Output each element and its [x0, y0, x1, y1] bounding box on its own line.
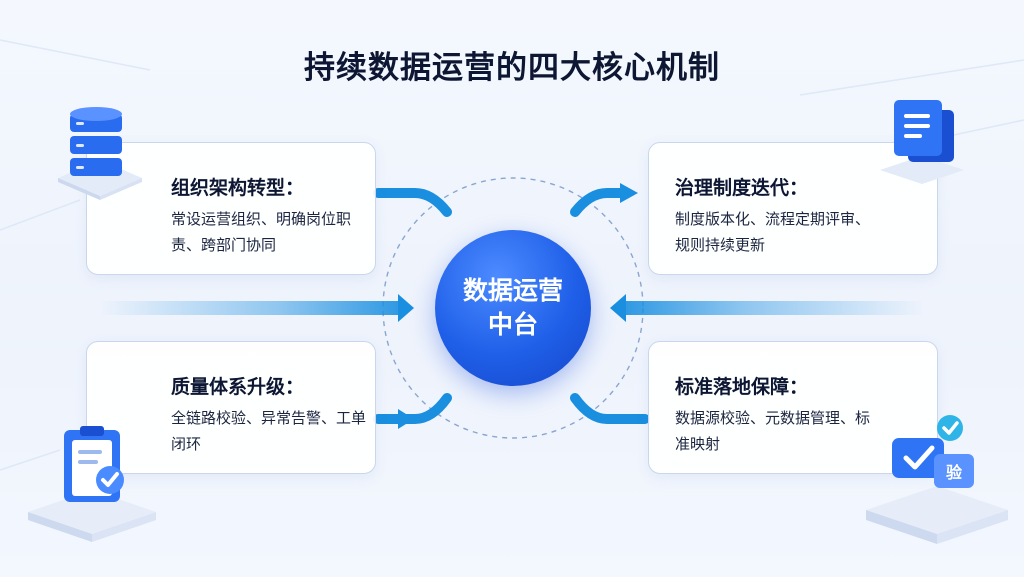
left-flow-band	[100, 301, 400, 315]
mechanism-title: 治理制度迭代：	[675, 177, 809, 199]
mechanism-card-standards: 标准落地保障： 数据源校验、元数据管理、标准映射	[648, 341, 938, 474]
database-icon	[58, 107, 142, 200]
mechanism-title: 组织架构转型：	[171, 177, 305, 199]
connector-top-right	[570, 188, 627, 217]
right-flow-band	[624, 301, 924, 315]
connector-top-right-arrowhead	[620, 183, 638, 203]
verify-badge-icon: 验	[866, 415, 1008, 544]
mechanism-desc: 常设运营组织、明确岗位职责、跨部门协同	[171, 210, 352, 254]
left-flow-arrowhead	[398, 294, 414, 322]
mechanism-desc: 制度版本化、流程定期评审、规则持续更新	[675, 210, 871, 254]
connector-bottom-left	[373, 393, 452, 424]
verify-badge-text: 验	[946, 463, 963, 482]
connector-bottom-right	[570, 393, 650, 424]
mechanism-card-governance: 治理制度迭代： 制度版本化、流程定期评审、规则持续更新	[648, 142, 938, 275]
document-icon	[880, 100, 964, 184]
mechanism-desc: 全链路校验、异常告警、工单闭环	[171, 409, 367, 453]
mechanism-title: 质量体系升级：	[171, 376, 305, 398]
right-flow-arrowhead	[610, 294, 626, 322]
clipboard-check-icon	[28, 426, 156, 542]
mechanism-title: 标准落地保障：	[675, 376, 809, 398]
mechanism-card-organization: 组织架构转型： 常设运营组织、明确岗位职责、跨部门协同	[86, 142, 376, 275]
connector-top-left	[373, 188, 452, 217]
connector-bottom-left-arrowhead	[398, 409, 414, 429]
page-title: 持续数据运营的四大核心机制	[304, 50, 720, 86]
data-operations-hub: 数据运营中台	[435, 230, 591, 386]
mechanism-card-quality: 质量体系升级： 全链路校验、异常告警、工单闭环	[86, 341, 376, 474]
mechanism-desc: 数据源校验、元数据管理、标准映射	[675, 409, 871, 453]
hub-label: 数据运营中台	[463, 276, 564, 339]
